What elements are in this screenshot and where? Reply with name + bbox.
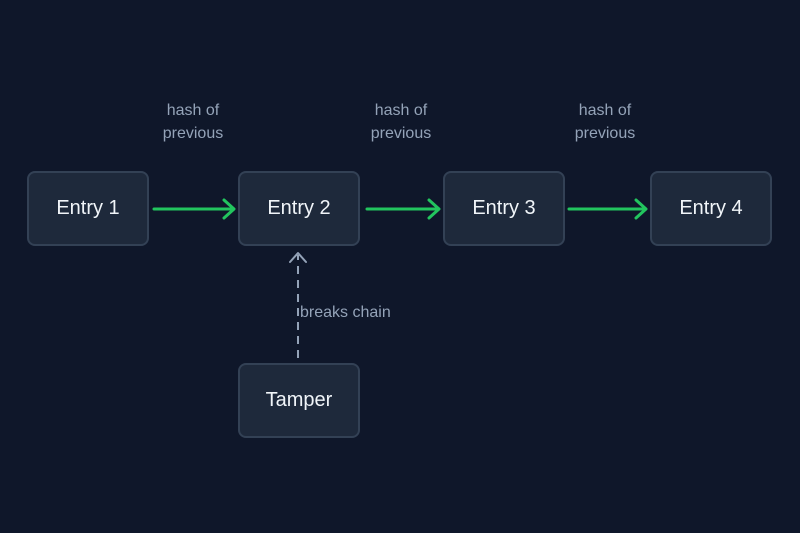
node-entry-2[interactable]: Entry 2 — [238, 171, 360, 246]
edge-label-entry3-entry4: hash of previous — [560, 99, 650, 145]
edge-label-entry1-entry2: hash of previous — [148, 99, 238, 145]
edge-label-line: previous — [370, 125, 432, 142]
edge-label-entry2-entry3: hash of previous — [356, 99, 446, 145]
arrow-entry3-to-entry4 — [567, 198, 648, 220]
node-entry-1[interactable]: Entry 1 — [27, 171, 149, 246]
arrow-entry1-to-entry2 — [152, 198, 236, 220]
edge-label-line: hash of — [166, 102, 220, 119]
edge-label-line: previous — [574, 125, 636, 142]
node-entry-3[interactable]: Entry 3 — [443, 171, 565, 246]
edge-label-line: previous — [162, 125, 224, 142]
node-entry-4[interactable]: Entry 4 — [650, 171, 772, 246]
edge-label-line: hash of — [578, 102, 632, 119]
edge-label-breaks-chain: breaks chain — [300, 304, 391, 321]
edge-label-line: hash of — [374, 102, 428, 119]
node-tamper[interactable]: Tamper — [238, 363, 360, 438]
arrow-entry2-to-entry3 — [365, 198, 441, 220]
